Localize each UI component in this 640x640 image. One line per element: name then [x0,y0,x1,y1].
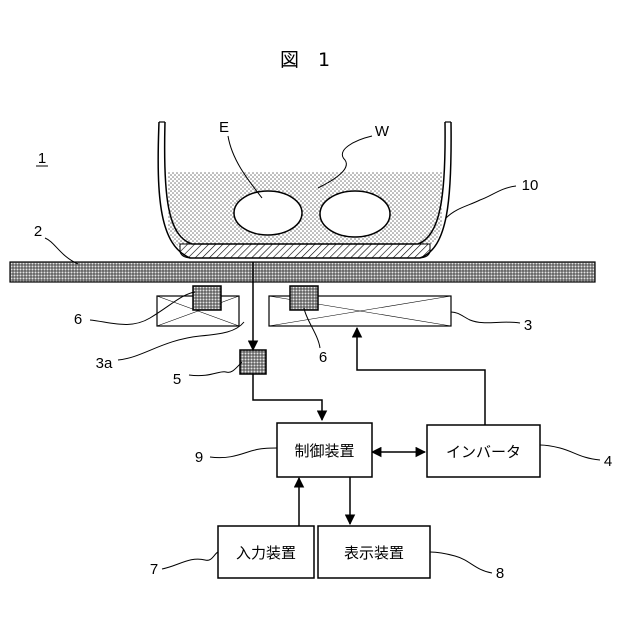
label-pot: 10 [522,177,539,194]
controller-block: 制御装置 [277,423,372,477]
figure-title: 図 1 [280,49,330,71]
controller-label: 制御装置 [294,442,354,460]
label-inverter: 4 [604,453,612,470]
inverter-block: インバータ [427,425,540,477]
egg-left [234,191,302,235]
label-controller: 9 [195,449,203,466]
display-device-label: 表示装置 [344,544,404,562]
display-device-block: 表示装置 [318,526,430,578]
water [168,172,442,250]
temperature-sensor [240,350,266,374]
input-device-label: 入力装置 [236,544,296,562]
label-temp-sensor: 5 [173,371,181,388]
pot [158,122,451,258]
input-device-block: 入力装置 [218,526,314,578]
label-egg: E [219,119,229,136]
label-display: 8 [496,565,504,582]
top-plate [10,262,595,282]
label-top-plate: 2 [34,223,42,240]
label-coil-sensor-right: 6 [319,349,327,366]
label-water: W [375,123,390,140]
inverter-label: インバータ [446,443,521,461]
egg-right [320,191,390,237]
label-input: 7 [150,561,158,578]
coil-sensor-right [290,286,318,310]
label-coil-gap: 3a [96,355,113,372]
pot-bottom [180,244,430,258]
system-label: 1 [38,150,46,167]
label-coil-sensor-left: 6 [74,311,82,328]
coil-sensor-left [193,286,221,310]
label-coil: 3 [524,317,532,334]
